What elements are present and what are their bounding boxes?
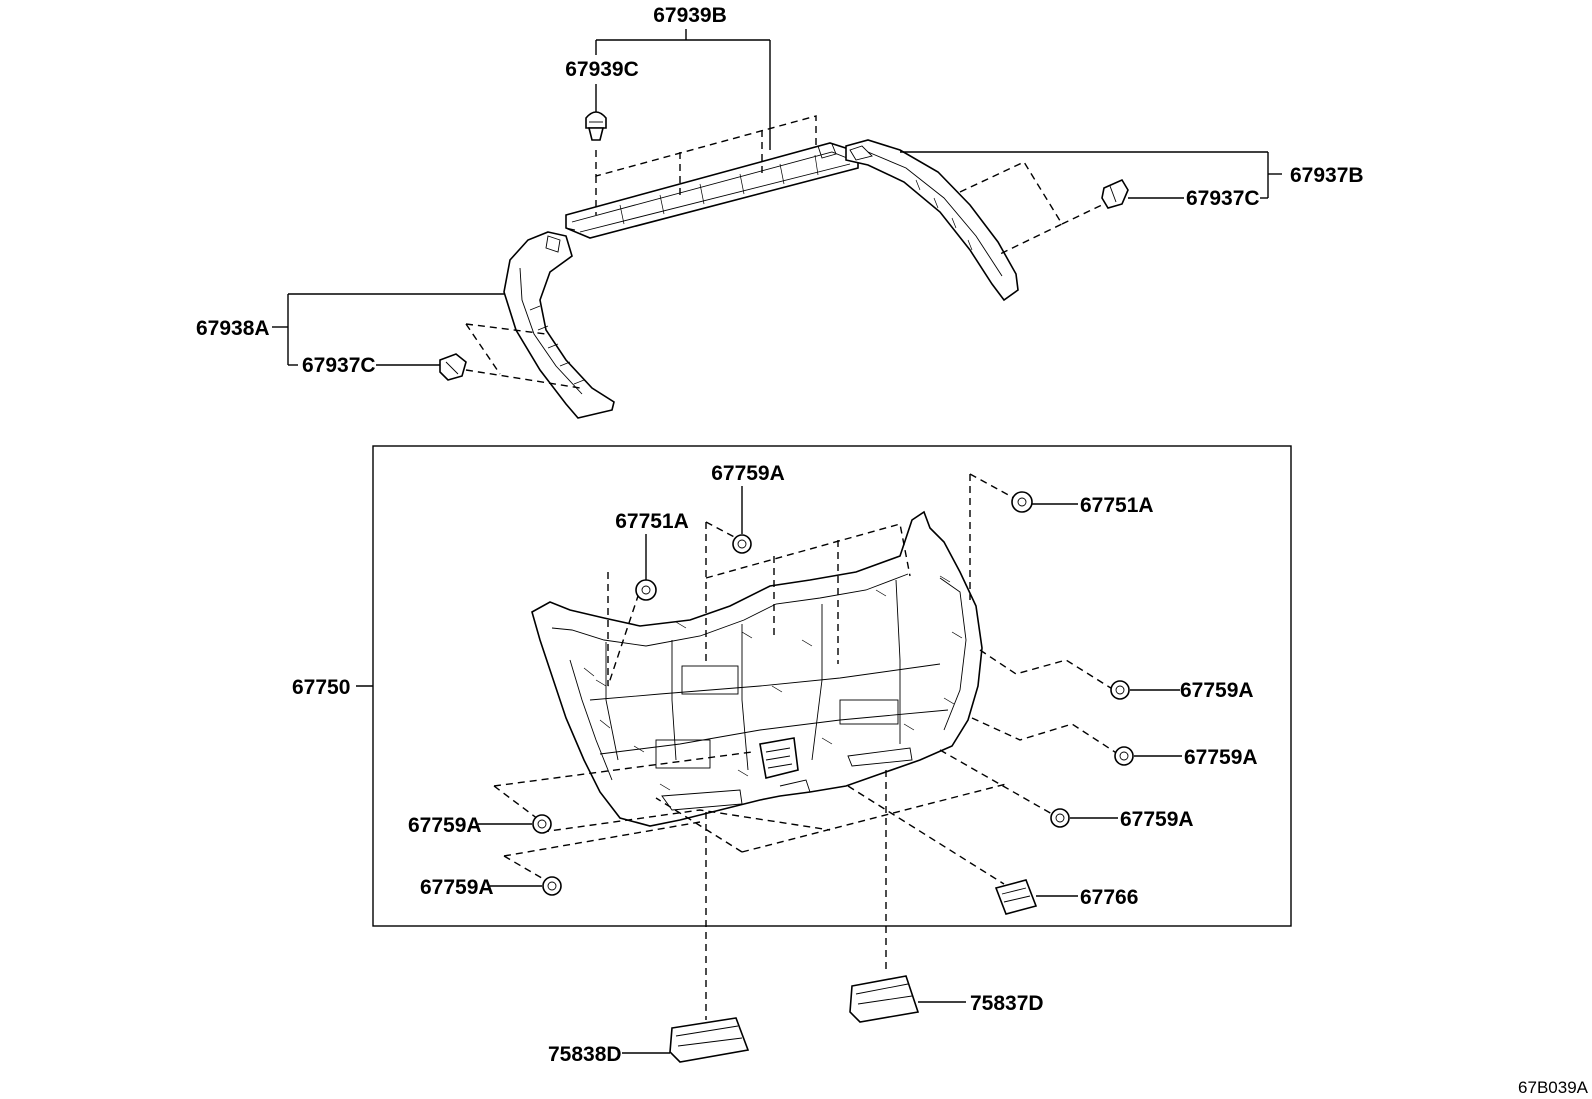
label-67939C: 67939C <box>565 58 639 81</box>
clip-67759A-r2 <box>1114 746 1134 766</box>
clip-67937C-right <box>1101 178 1129 209</box>
label-67750: 67750 <box>292 676 350 699</box>
label-67759A-r2: 67759A <box>1184 746 1258 769</box>
dashed-67939 <box>595 115 817 215</box>
label-67759A-l2: 67759A <box>420 876 494 899</box>
label-67759A-r3: 67759A <box>1120 808 1194 831</box>
label-67751A-left: 67751A <box>615 510 689 533</box>
part-right-pillar <box>845 139 1019 302</box>
clip-67751A-right <box>1011 491 1033 513</box>
dashed-67750 <box>493 473 1119 1020</box>
dashed-67937C-right <box>959 161 1105 255</box>
clip-67751A-left <box>635 579 657 601</box>
label-75837D: 75837D <box>970 992 1044 1015</box>
part-back-door-trim <box>531 510 983 827</box>
label-67759A-l1: 67759A <box>408 814 482 837</box>
leader-67938A <box>272 293 504 366</box>
leaders-box <box>478 486 1182 897</box>
label-67939B: 67939B <box>653 4 727 27</box>
label-67751A-right: 67751A <box>1080 494 1154 517</box>
label-75838D: 75838D <box>548 1043 622 1066</box>
leader-67937B <box>900 151 1282 199</box>
part-75837D <box>849 975 920 1023</box>
label-67759A-r1: 67759A <box>1180 679 1254 702</box>
clip-67759A-top <box>732 534 752 554</box>
part-67766-cover <box>994 879 1038 915</box>
label-67938A: 67938A <box>196 317 270 340</box>
leader-67939B <box>595 29 771 150</box>
diagram-code: 67B039A <box>1518 1078 1589 1097</box>
label-67937B: 67937B <box>1290 164 1364 187</box>
clip-67939C <box>585 111 607 141</box>
clip-67759A-l1 <box>532 814 552 834</box>
label-67766: 67766 <box>1080 886 1138 909</box>
label-67937C-left: 67937C <box>302 354 376 377</box>
clip-67759A-r3 <box>1050 808 1070 828</box>
dashed-67937C-left <box>465 323 581 389</box>
label-67759A-top: 67759A <box>711 462 785 485</box>
part-upper-garnish <box>565 142 859 239</box>
label-67937C-right: 67937C <box>1186 187 1260 210</box>
part-75838D <box>669 1017 750 1063</box>
clip-67759A-r1 <box>1110 680 1130 700</box>
clip-67759A-l2 <box>542 876 562 896</box>
clip-67937C-left <box>439 353 467 381</box>
part-left-pillar <box>503 231 615 419</box>
